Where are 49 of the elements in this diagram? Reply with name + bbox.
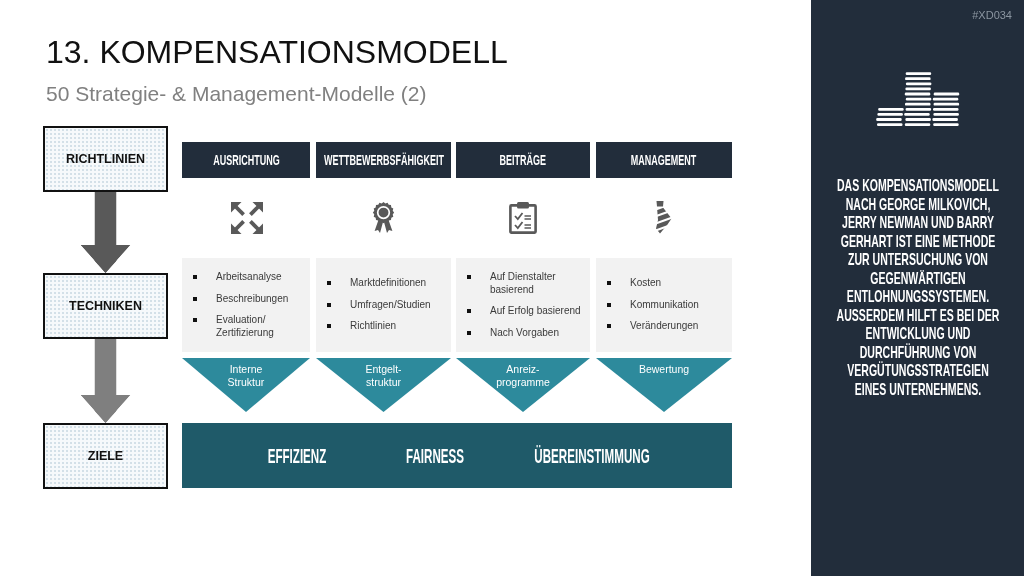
slide-title: 13. KOMPENSATIONSMODELL (46, 36, 508, 68)
banner-label: Entgelt- struktur (364, 363, 403, 388)
list-item: Marktdefinitionen (350, 277, 428, 290)
slide-subtitle: 50 Strategie- & Management-Modelle (2) (46, 82, 427, 105)
category-header (456, 142, 590, 178)
goal-label: EFFIZIENZ (267, 444, 327, 467)
triangle-banner (182, 358, 310, 412)
category-header (316, 142, 451, 178)
triangle-banner (456, 358, 590, 412)
goal-label: ÜBEREINSTIMMUNG (534, 444, 650, 467)
triangle-banner (596, 358, 732, 412)
list-item: Evaluation/ Zertifizierung (216, 314, 275, 339)
list-item: Auf Dienstalter basierend (490, 271, 557, 296)
stage-box (43, 273, 168, 339)
goal-label: FAIRNESS (406, 444, 464, 467)
block-arrow (80, 192, 131, 273)
list-item: Kosten (630, 277, 663, 290)
list-item: Nach Vorgaben (490, 326, 560, 339)
category-header (182, 142, 310, 178)
list-item: Umfragen/Studien (350, 298, 432, 312)
list-item: Veränderungen (630, 320, 700, 333)
category-header (596, 142, 732, 178)
bullet-panel (182, 258, 310, 352)
stage-label: ZIELE (87, 449, 124, 463)
block-arrow (80, 339, 131, 423)
bullet-panel (316, 258, 451, 352)
stage-label: RICHTLINIEN (65, 152, 146, 166)
list-item: Beschreibungen (216, 292, 290, 305)
slide-code: #XD034 (972, 9, 1012, 22)
bullet-panel (456, 258, 590, 352)
category-heading: MANAGEMENT (631, 151, 697, 169)
bullet-panel (596, 258, 732, 352)
triangle-banner (316, 358, 451, 412)
goals-bar (182, 423, 732, 488)
banner-label: Interne Struktur (226, 363, 266, 388)
side-panel (811, 0, 1024, 576)
stage-box (43, 126, 168, 192)
list-item: Richtlinien (350, 320, 398, 333)
list-item: Arbeitsanalyse (216, 271, 283, 284)
category-heading: AUSRICHTUNG (212, 151, 280, 169)
banner-label: Anreiz- programme (495, 363, 551, 388)
stage-label: TECHNIKEN (69, 299, 142, 313)
category-heading: BEITRÄGE (499, 151, 547, 169)
stage-box (43, 423, 168, 489)
banner-label: Bewertung (638, 363, 690, 376)
category-heading: WETTBEWERBSFÄHIGKEIT (323, 151, 444, 169)
list-item: Auf Erfolg basierend (490, 305, 582, 318)
list-item: Kommunikation (630, 298, 700, 312)
description-text: DAS KOMPENSATIONSMODELL NACH GEORGE MILKOVICH, JERRY NEWMAN UND BARRY GERHART IST EINE METHODE ZUR UNTERSUCHUNG VON GEGENWÄRTIGEN ENTLOHNUNGSSYSTEMEN. AUSSERDEM HILFT ES BEI DER ENTWICKLUNG UND DURCHFÜHRUNG VON VERGÜTUNGSSTRATEGIEN EINES UNTERNEHMENS. (835, 177, 1000, 399)
